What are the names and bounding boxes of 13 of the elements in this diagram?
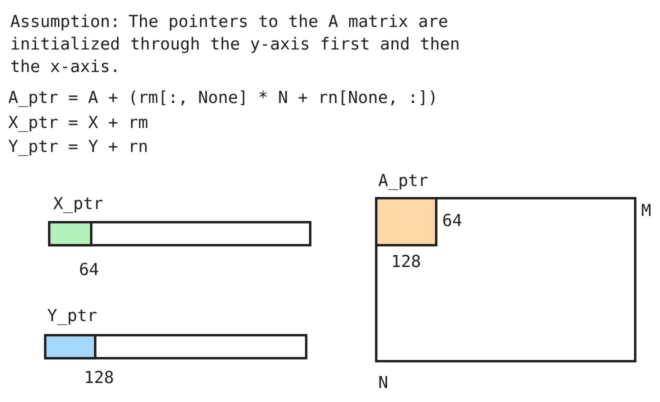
- code-line: A_ptr = A + (rm[:, None] * N + rn[None, :]): [8, 90, 434, 107]
- dimension-label: 64: [443, 214, 462, 226]
- dimension-label: 128: [393, 254, 420, 268]
- pointer-label: A_ptr: [378, 174, 428, 190]
- dimension-label: 64: [80, 262, 98, 276]
- dimension-label: M: [642, 204, 650, 216]
- code-line: Y_ptr = Y + rn: [8, 140, 147, 156]
- dimension-label: N: [379, 376, 388, 388]
- dimension-label: 128: [86, 370, 113, 384]
- code-line: X_ptr = X + rm: [8, 116, 148, 132]
- note-text: Assumption: The pointers to the A matrix are initialized through the y-axis first and then the x-axis.: [10, 14, 458, 72]
- pointer-label: X_ptr: [53, 197, 103, 214]
- pointer-label: Y_ptr: [48, 309, 97, 326]
